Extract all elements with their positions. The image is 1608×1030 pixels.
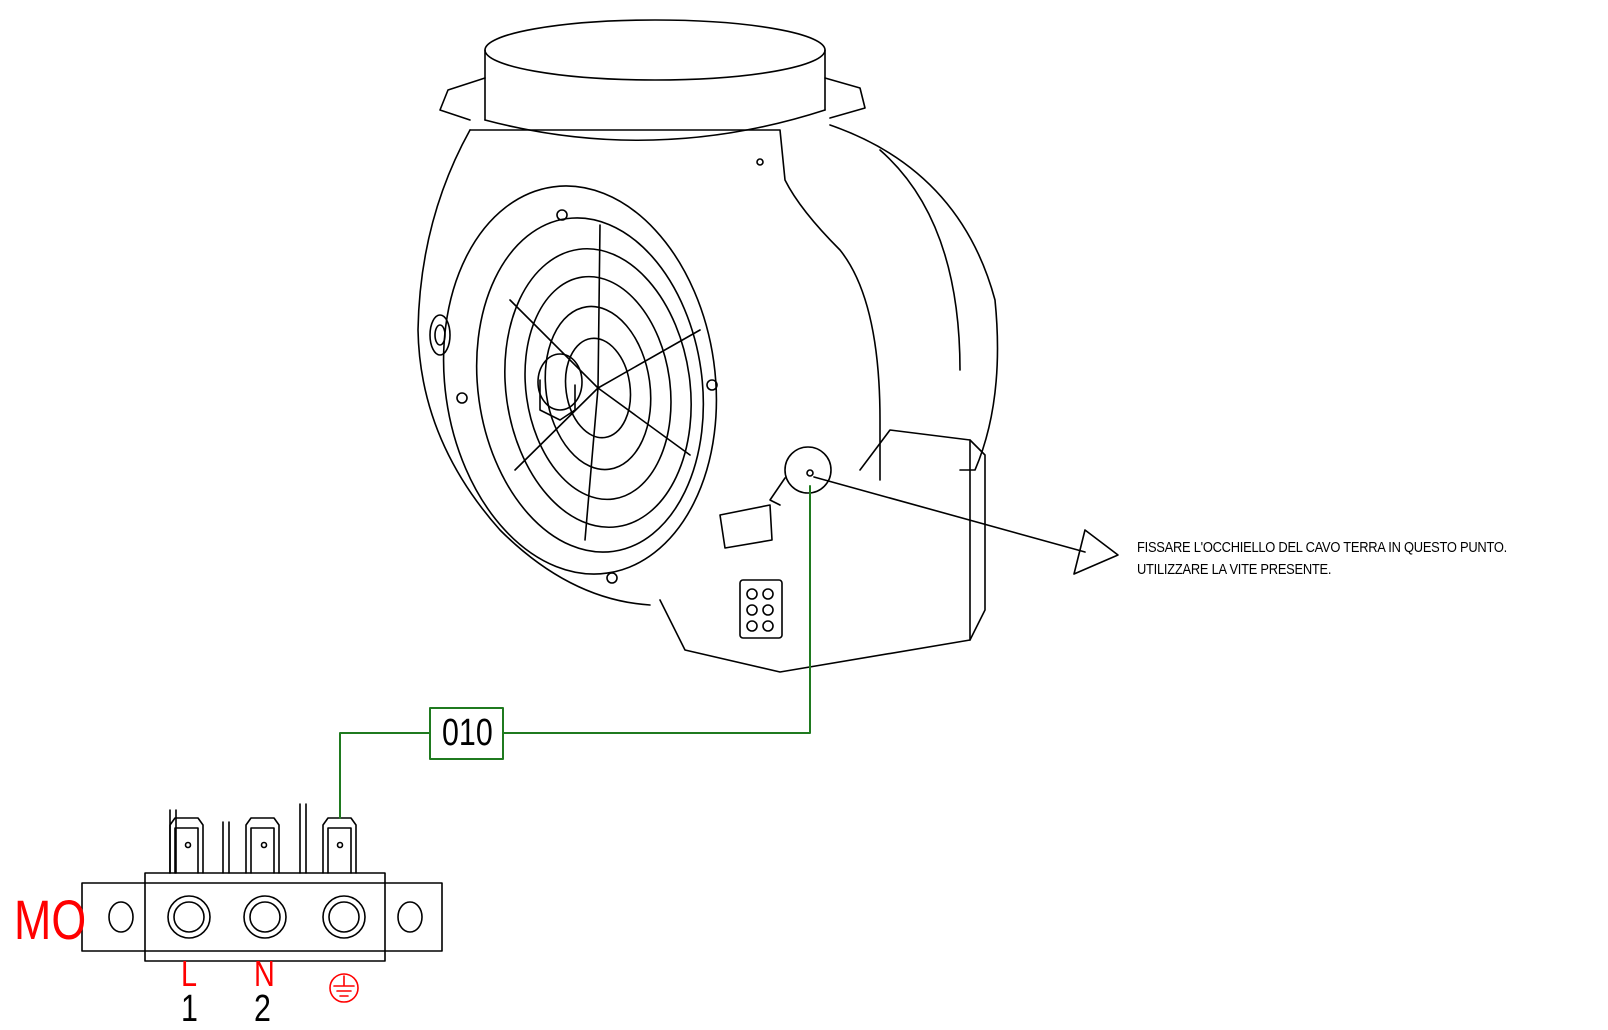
note-leader bbox=[813, 476, 1119, 575]
terminal-2-letter: N bbox=[254, 953, 275, 994]
terminal-2-number: 2 bbox=[254, 988, 271, 1030]
note-line-1: FISSARE L'OCCHIELLO DEL CAVO TERRA IN QU… bbox=[1137, 539, 1507, 556]
motor-blower bbox=[417, 19, 999, 673]
terminal-block bbox=[81, 803, 443, 962]
wire-code-box bbox=[429, 707, 504, 760]
note-line-2: UTILIZZARE LA VITE PRESENTE. bbox=[1137, 561, 1332, 578]
terminal-block-label: MO bbox=[14, 888, 87, 951]
earth-screw-point bbox=[784, 446, 832, 494]
terminal-1-letter: L bbox=[181, 953, 198, 994]
earth-ground-symbol bbox=[329, 973, 359, 1003]
terminal-1-number: 1 bbox=[181, 988, 198, 1030]
wire-code-label: 010 bbox=[442, 712, 493, 754]
earth-wire bbox=[339, 485, 811, 819]
